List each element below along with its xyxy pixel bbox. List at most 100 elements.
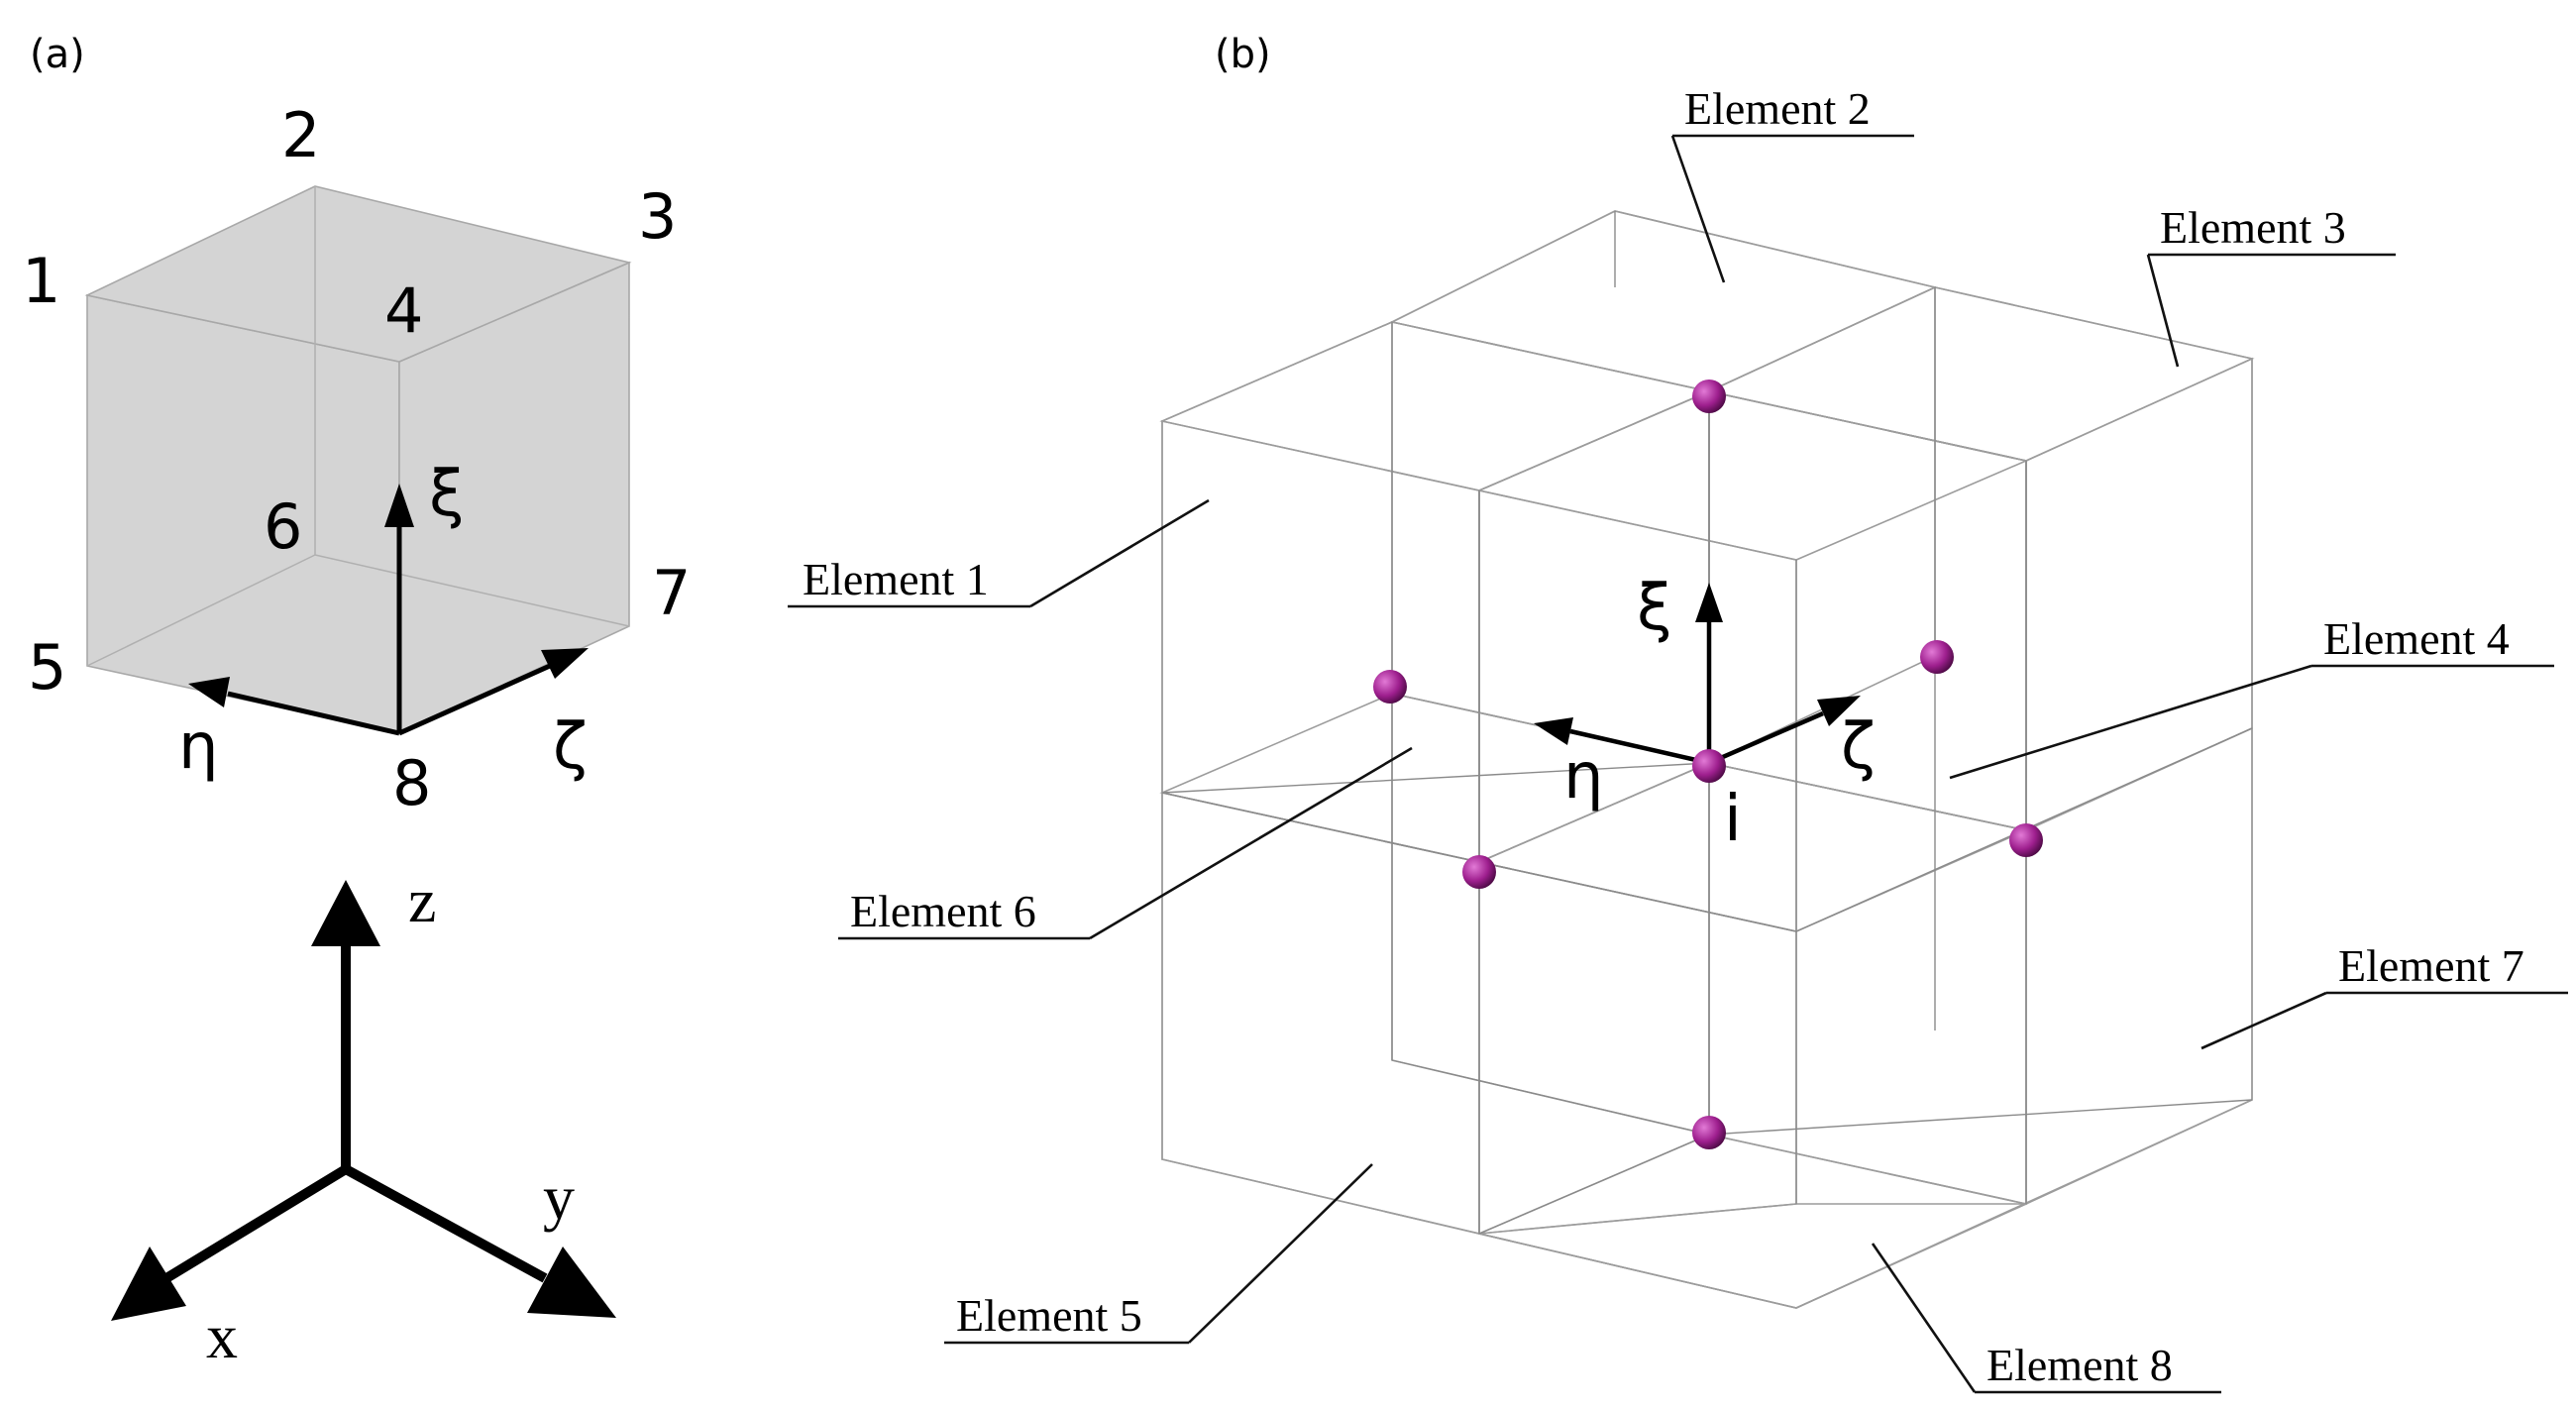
x-axis (163, 1164, 349, 1283)
node-label-5: 5 (28, 631, 66, 704)
element-1-face (1161, 420, 1480, 863)
callout-element-4: Element 4 (1949, 613, 2554, 780)
callout-element-5: Element 5 (944, 1163, 1373, 1345)
element-5-block (1161, 693, 1710, 1236)
local-axes-a: ξ η ζ (178, 458, 589, 784)
zeta-label-a: ζ (553, 710, 588, 784)
node-sphere (1462, 855, 1496, 889)
x-axis-label: x (206, 1301, 238, 1371)
element-8-label: Element 8 (1986, 1340, 2173, 1390)
element-1-face (1159, 321, 1712, 491)
node-sphere (1692, 1116, 1726, 1149)
node-sphere-i (1692, 749, 1726, 783)
xi-label-b: ξ (1637, 572, 1672, 645)
interior-edge (1478, 1134, 1710, 1235)
zeta-arrowhead-b (1817, 696, 1861, 726)
element-6-label: Element 6 (850, 886, 1036, 936)
element-3-leader (2146, 254, 2180, 368)
xi-arrowhead-a (384, 484, 414, 527)
node-labels-a: 1 2 3 4 5 6 7 8 (22, 99, 691, 819)
element-3-face (2025, 357, 2253, 832)
element-3-label: Element 3 (2160, 202, 2346, 253)
zeta-arrow-a (397, 663, 552, 736)
panel-b-label: (b) (1215, 32, 1271, 77)
eta-arrowhead-b (1534, 717, 1573, 745)
cube-top-face (84, 185, 632, 363)
global-axes: z x y (111, 865, 616, 1371)
eta-label-b: η (1563, 740, 1604, 813)
element-5-face (1161, 792, 1480, 1236)
xi-arrowhead-b (1695, 583, 1723, 622)
callout-element-3: Element 3 (2146, 202, 2396, 368)
element-1-block (1159, 321, 1712, 863)
element-1-label: Element 1 (803, 554, 989, 604)
reference-cube (84, 185, 632, 735)
element-6-face (1476, 762, 2029, 932)
element-2-leader (1670, 135, 1726, 283)
interior-edge (1391, 1059, 1710, 1136)
element-2-label: Element 2 (1684, 83, 1871, 134)
element-2-face (1708, 285, 1936, 765)
node-sphere (2009, 823, 2043, 857)
node-label-7: 7 (652, 557, 691, 629)
zeta-label-b: ζ (1841, 710, 1876, 784)
callout-element-1: Element 1 (788, 498, 1210, 608)
element-1-leader (1029, 498, 1210, 608)
xi-label-a: ξ (429, 458, 465, 531)
cube-hidden-edge (314, 554, 630, 627)
element-3-face (1706, 286, 2255, 462)
local-axes-b: ξ η ζ i (1534, 572, 1876, 856)
node-label-6: 6 (264, 490, 302, 563)
node-label-4: 4 (384, 274, 423, 347)
element-4-face (1476, 390, 2029, 561)
zeta-arrowhead-a (541, 648, 589, 679)
element-5-leader (1188, 1163, 1373, 1344)
node-sphere (1692, 380, 1726, 413)
z-axis-label: z (408, 865, 436, 935)
y-arrowhead (527, 1247, 616, 1318)
element-8-face (1478, 1203, 2027, 1309)
z-arrowhead (311, 880, 380, 946)
callout-element-2: Element 2 (1670, 83, 1914, 283)
element-6-leader (1089, 746, 1413, 940)
eta-arrowhead-a (188, 677, 230, 707)
nodes (1373, 380, 2043, 1149)
x-arrowhead (111, 1247, 186, 1321)
node-label-8: 8 (392, 747, 431, 819)
element-2-face (1389, 210, 1938, 392)
eta-arrow-a (227, 691, 400, 736)
callout-element-8: Element 8 (1871, 1243, 2221, 1394)
callout-element-6: Element 6 (838, 746, 1413, 940)
outline-edge (1161, 210, 2253, 1309)
element-2-block (1389, 210, 1938, 765)
element-2-face (1391, 321, 1710, 764)
zeta-arrow-b (1708, 710, 1824, 766)
node-sphere (1373, 670, 1407, 704)
element-5-face (1391, 693, 1710, 1137)
element-8-block (1476, 1134, 2029, 1309)
element-4-face (1478, 489, 1797, 932)
cube-hidden-edge (86, 554, 316, 667)
node-sphere (1920, 640, 1954, 674)
y-axis-label: y (543, 1162, 575, 1233)
element-5-label: Element 5 (956, 1290, 1142, 1341)
node-i-label: i (1724, 783, 1742, 856)
node-label-2: 2 (281, 99, 320, 171)
y-axis (343, 1164, 548, 1283)
callout-element-7: Element 7 (2200, 940, 2568, 1050)
eta-arrow-b (1569, 728, 1710, 766)
element-7-label: Element 7 (2338, 940, 2524, 991)
node-label-3: 3 (638, 180, 677, 253)
panel-a-label: (a) (30, 32, 85, 77)
element-7-block (1708, 726, 2253, 1206)
element-8-leader (1871, 1243, 1977, 1393)
interior-edge (1708, 1099, 2253, 1136)
element-7-leader (2200, 991, 2327, 1050)
interior-edge (1161, 762, 1710, 794)
element-6-face (1478, 861, 1797, 1235)
cube-front-face (86, 294, 400, 734)
element-8-face (1476, 1134, 2029, 1309)
element-labels: Element 1 Element 2 Element 3 Element 4 … (788, 83, 2568, 1394)
element-4-leader (1949, 664, 2312, 780)
